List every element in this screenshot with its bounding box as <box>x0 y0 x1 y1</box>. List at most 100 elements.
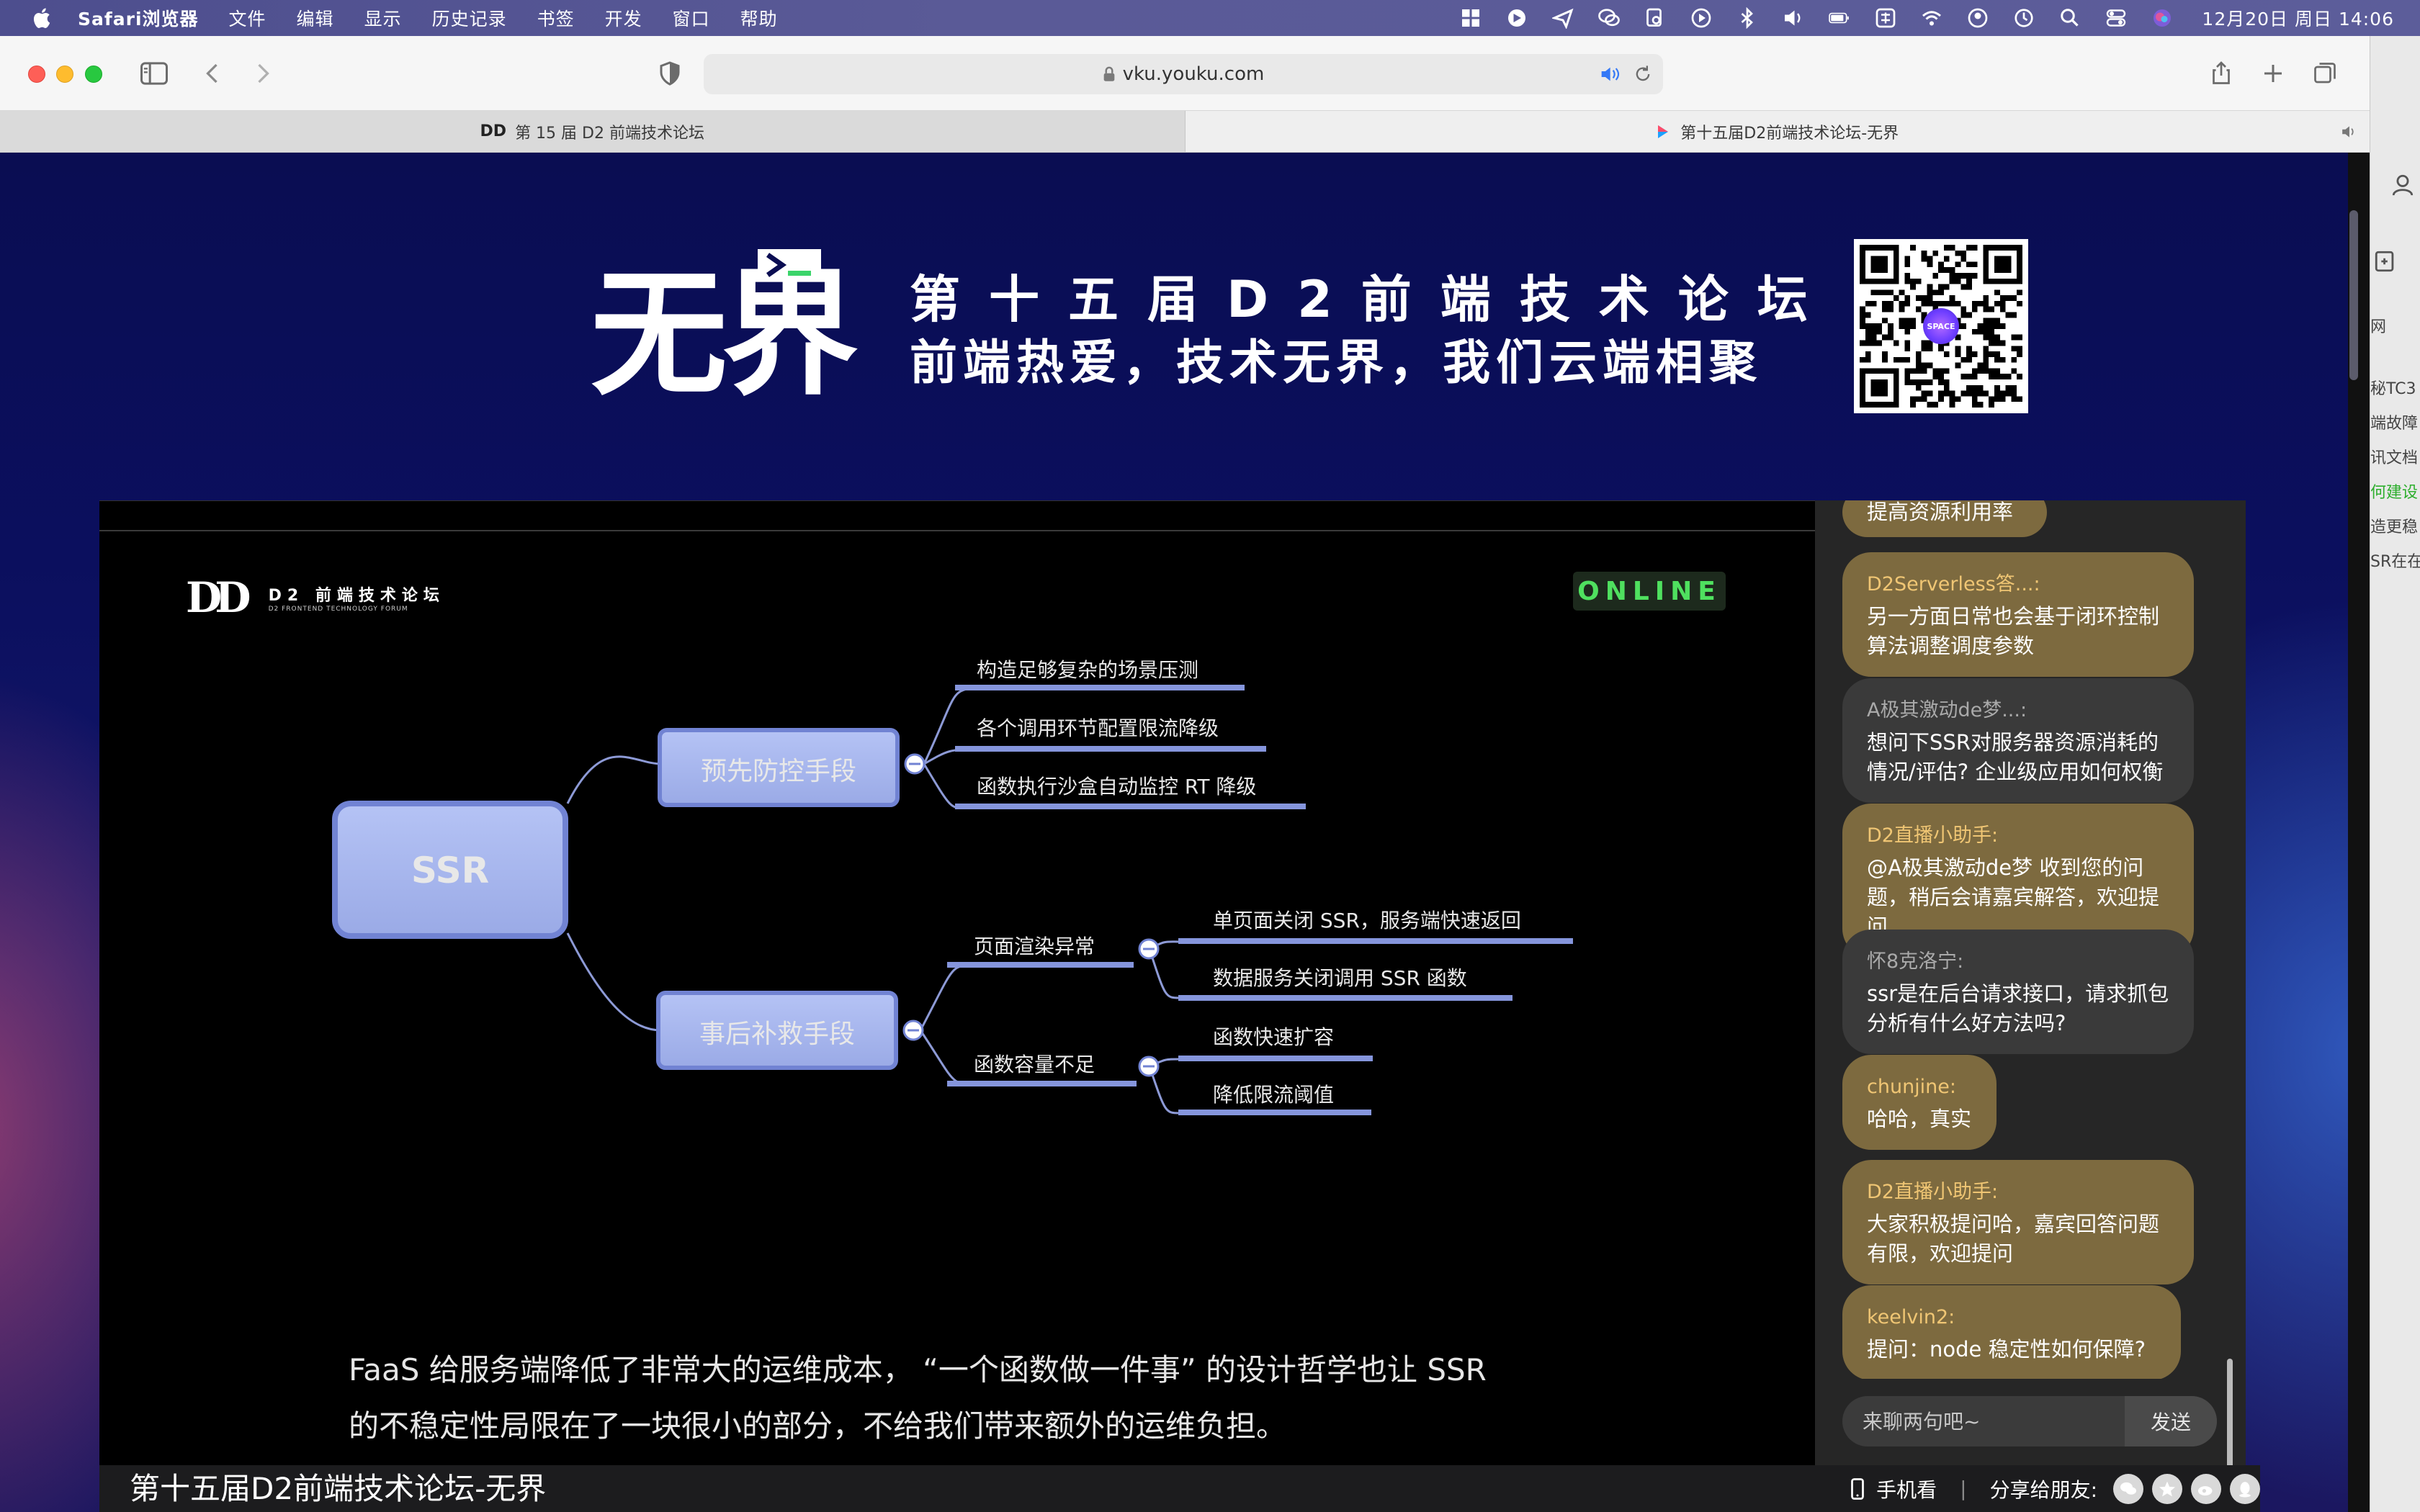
control-center-icon[interactable] <box>2104 7 2128 29</box>
person-icon <box>2392 174 2414 196</box>
chat-username[interactable]: D2直播小助手: <box>1867 824 1999 847</box>
dd-logo-mark: DD <box>186 573 251 622</box>
logo-cn-text: D2 前端技术论坛 <box>268 587 445 605</box>
share-label: 分享给朋友: <box>1989 1477 2097 1502</box>
volume-icon[interactable] <box>1781 7 1806 29</box>
chat-input[interactable] <box>1842 1396 2125 1446</box>
menu-develop[interactable]: 开发 <box>604 9 642 30</box>
tab-speaker-icon[interactable] <box>2341 124 2360 140</box>
mindmap-leaf: 降低限流阈值 <box>1213 1083 1334 1107</box>
wechat-share-icon[interactable] <box>2113 1473 2143 1504</box>
qq-share-icon[interactable] <box>2230 1473 2260 1504</box>
chat-text: 哈哈，真实 <box>1867 1107 1972 1131</box>
chat-username[interactable]: A极其激动de梦...: <box>1867 699 2027 721</box>
tab-bar: DD 第 15 届 D2 前端技术论坛 第十五届D2前端技术论坛-无界 <box>0 111 2370 153</box>
mindmap-sub-capacity: 函数容量不足 <box>974 1053 1095 1076</box>
lock-icon <box>1103 66 1114 81</box>
forward-button[interactable] <box>246 59 278 88</box>
privacy-report-button[interactable] <box>654 59 686 88</box>
mindmap-branch-remedy: 事后补救手段 <box>699 1020 855 1049</box>
chat-username[interactable]: D2直播小助手: <box>1867 1181 1999 1203</box>
online-badge: ONLINE <box>1573 572 1726 611</box>
close-window-button[interactable] <box>28 66 45 83</box>
search-doc-icon[interactable] <box>1643 7 1667 29</box>
share-button[interactable] <box>2205 59 2237 88</box>
menu-view[interactable]: 显示 <box>364 9 402 30</box>
banner-title: 第十五届D2前端技术论坛 <box>910 270 1837 329</box>
share-area: 手机看 | 分享给朋友: <box>1850 1465 2260 1512</box>
menu-file[interactable]: 文件 <box>228 9 266 30</box>
input-method-icon[interactable] <box>1873 7 1898 29</box>
caption-line-1: FaaS 给服务端降低了非常大的运维成本， “一个函数做一件事” 的设计哲学也让… <box>349 1352 1487 1387</box>
siri-icon[interactable] <box>2150 7 2174 29</box>
web-page: 无界 第十五届D2前端技术论坛 前端热爱，技术无界，我们云端相聚 SPACE D… <box>0 153 2348 1512</box>
spotlight-icon[interactable] <box>2058 7 2082 29</box>
battery-icon[interactable] <box>1827 7 1852 29</box>
apple-icon[interactable] <box>30 6 52 30</box>
chat-username[interactable]: keelvin2: <box>1867 1306 1955 1328</box>
circle-app-icon[interactable] <box>1505 7 1529 29</box>
event-banner: 无界 第十五届D2前端技术论坛 前端热爱，技术无界，我们云端相聚 SPACE <box>0 153 2348 498</box>
wechat-icon[interactable] <box>1597 7 1621 29</box>
back-button[interactable] <box>197 59 229 88</box>
time-machine-icon[interactable] <box>2012 7 2036 29</box>
chat-username[interactable]: chunjine: <box>1867 1076 1957 1098</box>
user-icon[interactable] <box>1966 7 1990 29</box>
peek-text: 端故障 <box>2370 415 2419 433</box>
address-bar[interactable]: vku.youku.com <box>704 54 1663 94</box>
menu-history[interactable]: 历史记录 <box>431 9 507 30</box>
bluetooth-icon[interactable] <box>1735 7 1760 29</box>
qr-code-image <box>1860 245 2022 408</box>
menu-safari[interactable]: Safari浏览器 <box>78 9 199 30</box>
menu-edit[interactable]: 编辑 <box>296 9 334 30</box>
menu-help[interactable]: 帮助 <box>740 9 778 30</box>
chat-username[interactable]: D2Serverless答...: <box>1867 573 2040 595</box>
menu-clock[interactable]: 12月20日 周日 14:06 <box>2202 9 2394 30</box>
new-tab-button[interactable] <box>2257 59 2289 88</box>
paper-plane-icon[interactable] <box>1551 7 1575 29</box>
tab-d2-forum[interactable]: DD 第 15 届 D2 前端技术论坛 <box>0 111 1186 152</box>
chat-text: ssr是在后台请求接口，请求抓包分析有什么好方法吗? <box>1867 981 2169 1035</box>
weibo-share-icon[interactable] <box>2191 1473 2221 1504</box>
phone-icon[interactable] <box>1850 1477 1865 1500</box>
qzone-share-icon[interactable] <box>2152 1473 2182 1504</box>
terminal-icon <box>758 249 821 281</box>
tab-audio-icon[interactable] <box>1600 64 1623 84</box>
reload-icon[interactable] <box>1633 64 1653 84</box>
slide-caption: FaaS 给服务端降低了非常大的运维成本， “一个函数做一件事” 的设计哲学也让… <box>349 1342 1717 1454</box>
qr-code: SPACE <box>1854 239 2028 413</box>
zoom-window-button[interactable] <box>85 66 102 83</box>
chat-text: 想问下SSR对服务器资源消耗的情况/评估? 企业级应用如何权衡 <box>1867 730 2164 784</box>
chat-input-row: 发送 <box>1842 1396 2217 1446</box>
send-button[interactable]: 发送 <box>2125 1396 2217 1446</box>
banner-slogan: 前端热爱，技术无界，我们云端相聚 <box>910 335 1762 390</box>
tab-wujie-live[interactable]: 第十五届D2前端技术论坛-无界 <box>1185 111 2370 152</box>
peek-text: SR在在 <box>2370 553 2420 571</box>
play-circle-icon[interactable] <box>1689 7 1713 29</box>
wujie-logo: 无界 <box>591 223 859 421</box>
sidebar-icon <box>140 62 168 85</box>
tab-overview-button[interactable] <box>2309 59 2341 88</box>
player-divider <box>99 530 1815 531</box>
video-player[interactable]: DD D2 前端技术论坛 D2 FRONTEND TECHNOLOGY FORU… <box>99 500 1815 1465</box>
peek-text: 网 <box>2370 318 2387 336</box>
menu-bookmarks[interactable]: 书签 <box>537 9 575 30</box>
watch-on-mobile-link[interactable]: 手机看 <box>1876 1477 1937 1502</box>
chat-username[interactable]: 怀8克洛宁: <box>1867 950 1964 973</box>
menu-bar: Safari浏览器 文件 编辑 显示 历史记录 书签 开发 窗口 帮助 12月2… <box>0 0 2420 36</box>
mindmap-sub-render: 页面渲染异常 <box>974 935 1095 958</box>
caption-line-2: 的不稳定性局限在了一块很小的部分，不给我们带来额外的运维负担。 <box>349 1408 1287 1444</box>
ssr-mindmap: SSR 预先防控手段 事后补救手段 构造足够复杂的场景压测 各个调用环节配置限流… <box>332 658 1573 1115</box>
separator: | <box>1960 1477 1967 1500</box>
chat-scrollbar[interactable] <box>2227 1359 2233 1488</box>
sidebar-toggle-button[interactable] <box>138 59 170 88</box>
wifi-icon[interactable] <box>1919 7 1944 29</box>
minimize-window-button[interactable] <box>56 66 73 83</box>
grid-app-icon[interactable] <box>1458 7 1483 29</box>
page-scrollbar[interactable] <box>2349 210 2358 380</box>
chat-message: chunjine: 哈哈，真实 <box>1842 1055 1996 1150</box>
browser-toolbar: vku.youku.com <box>0 36 2370 111</box>
background-window-edge: 网 秘TC3 端故障 讯文档 何建设 造更稳 SR在在 <box>2370 36 2420 1512</box>
menu-window[interactable]: 窗口 <box>672 9 710 30</box>
